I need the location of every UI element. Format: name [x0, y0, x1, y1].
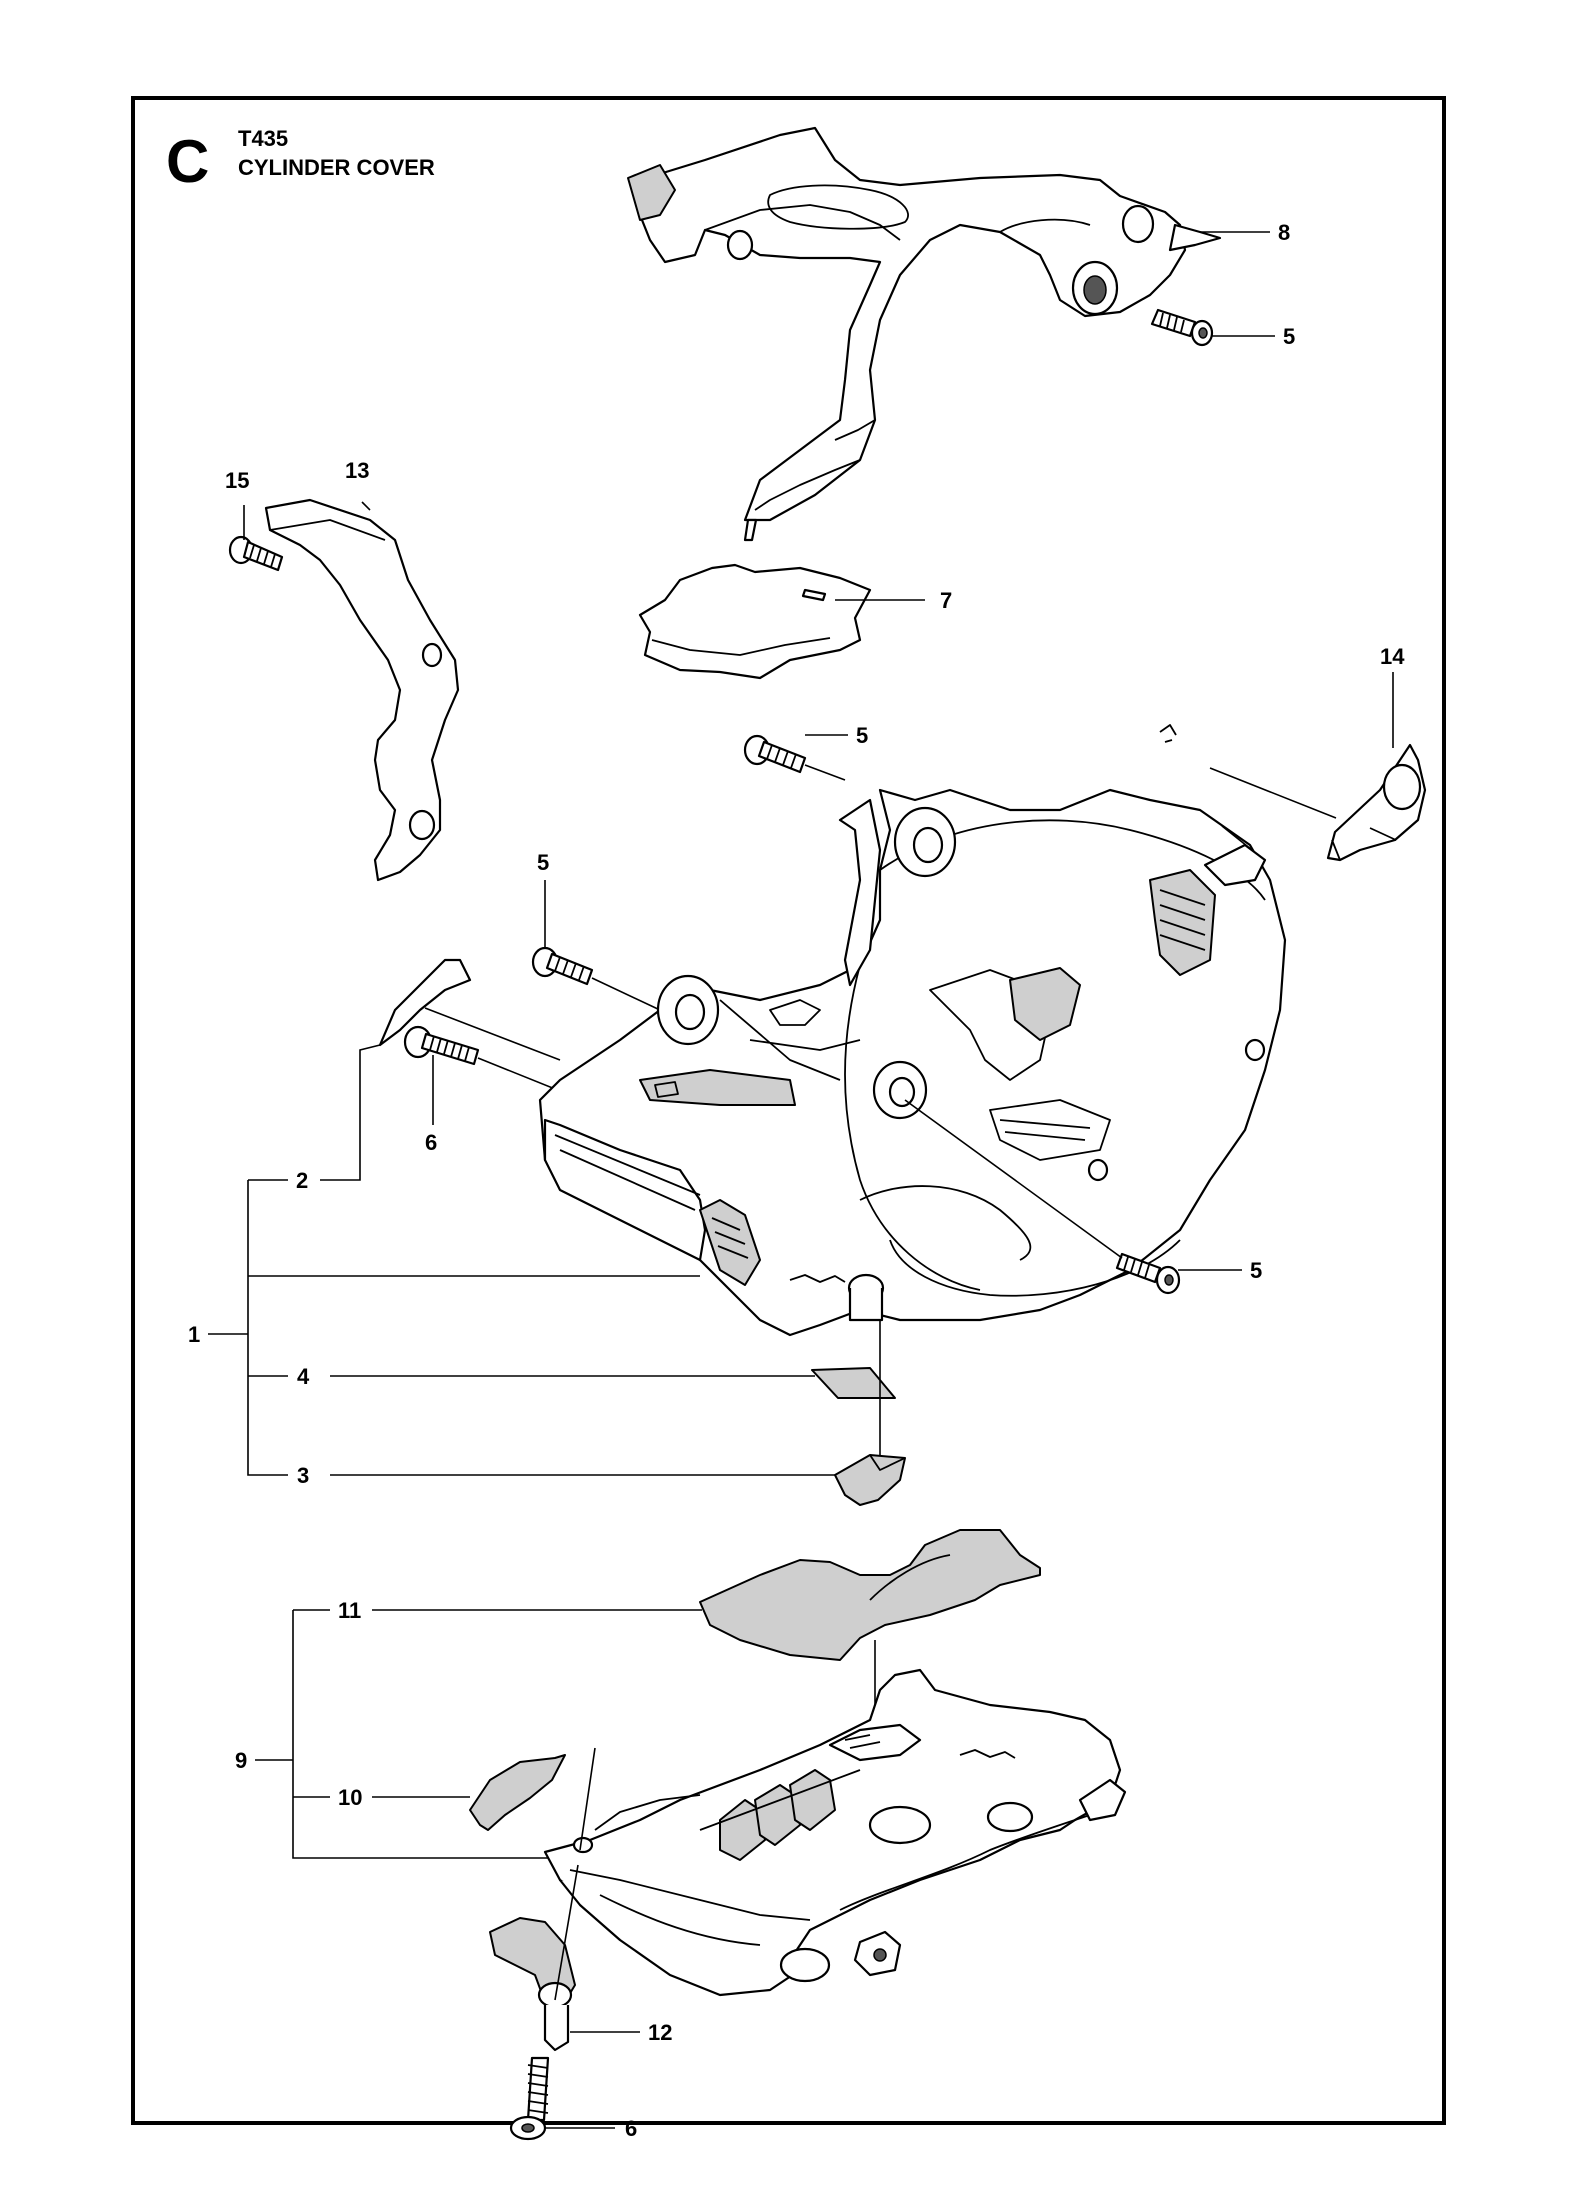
screw-third — [531, 946, 594, 986]
callout-7: 7 — [940, 588, 952, 613]
callout-11: 11 — [338, 1598, 361, 1623]
screw-spring-left — [403, 1025, 480, 1066]
part-ring-bracket — [1326, 743, 1427, 862]
callout-9: 9 — [235, 1748, 247, 1773]
part-gasket-plate — [638, 563, 872, 680]
callout-13: 13 — [345, 458, 369, 483]
callout-8: 8 — [1278, 220, 1290, 245]
callout-6-left: 6 — [425, 1130, 437, 1155]
part-bushing-12 — [489, 1917, 576, 2052]
part-small-plate-4 — [811, 1367, 896, 1399]
part-side-shield — [264, 498, 460, 882]
callout-5-third: 5 — [537, 850, 549, 875]
callout-12: 12 — [648, 2020, 672, 2045]
part-heat-shield-11 — [699, 1529, 1041, 1661]
callout-14: 14 — [1380, 644, 1405, 669]
screw-15 — [228, 535, 284, 572]
screw-spring-bottom — [509, 2056, 550, 2141]
page-frame — [131, 96, 1446, 2125]
screw-right-lower — [1115, 1252, 1181, 1295]
section-letter: C — [166, 128, 209, 195]
part-cylinder-housing — [538, 788, 1287, 1337]
leader-lines — [208, 231, 1394, 2129]
callout-labels: 8 5 15 13 7 14 5 5 6 2 1 4 3 5 11 9 10 1… — [188, 220, 1405, 2141]
callout-3: 3 — [297, 1463, 309, 1488]
part-top-cover-frame — [627, 126, 1222, 542]
callout-1: 1 — [188, 1322, 200, 1347]
callout-15: 15 — [225, 468, 249, 493]
part-lower-cover-9 — [543, 1668, 1127, 1997]
screw-second — [743, 734, 807, 774]
callout-2: 2 — [296, 1168, 308, 1193]
callout-4: 4 — [297, 1364, 310, 1389]
callout-5-top: 5 — [1283, 324, 1295, 349]
model-number: T435 — [238, 126, 288, 151]
part-deflector-3 — [834, 1454, 906, 1506]
part-small-baffle — [378, 958, 472, 1047]
section-title: CYLINDER COVER — [238, 155, 435, 180]
callout-5-second: 5 — [856, 723, 868, 748]
callout-10: 10 — [338, 1785, 362, 1810]
part-baffle-10 — [469, 1754, 566, 1831]
screw-top — [1150, 308, 1214, 347]
callout-5-right: 5 — [1250, 1258, 1262, 1283]
callout-6-bottom: 6 — [625, 2116, 637, 2141]
